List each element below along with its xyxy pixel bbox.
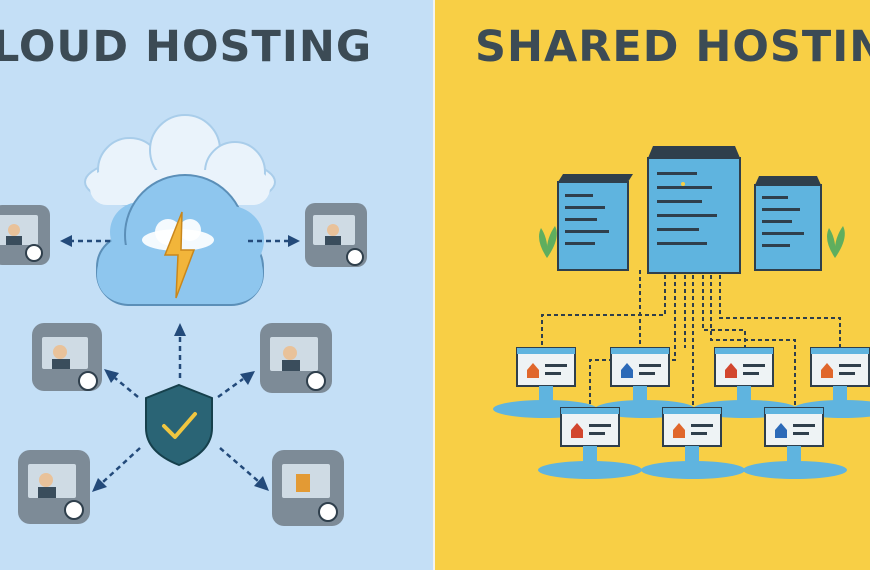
arrow-lower-left (92, 447, 141, 492)
house-icon (673, 423, 685, 438)
user-device-icon (0, 205, 50, 265)
shared-hosting-panel: SHARED HOSTIN (435, 0, 870, 570)
server-rack-icon (647, 146, 741, 274)
cloud-hosting-diagram (0, 114, 367, 526)
arrow-up (174, 323, 186, 378)
user-device-icon (18, 450, 90, 524)
website-window-icon (516, 347, 576, 406)
user-device-icon (32, 323, 102, 391)
user-device-icon (305, 203, 367, 267)
shared-hosting-diagram (493, 146, 870, 479)
server-rack-icon (754, 176, 822, 271)
lightning-icon (163, 211, 196, 299)
website-window-icon (810, 347, 870, 406)
user-device-icon (260, 323, 332, 393)
arrow-left (60, 235, 110, 247)
house-icon (571, 423, 583, 438)
website-window-icon (610, 347, 670, 406)
shield-check-icon (145, 383, 213, 467)
house-icon (821, 363, 833, 378)
cloud-hosting-panel: LOUD HOSTING (0, 0, 435, 570)
house-icon (725, 363, 737, 378)
cloud-hosting-title: LOUD HOSTING (0, 22, 373, 72)
panel-divider (433, 0, 436, 570)
house-icon (775, 423, 787, 438)
arrow-lower-right (219, 447, 269, 491)
network-connector-lines (541, 270, 841, 410)
house-icon (527, 363, 539, 378)
house-icon (621, 363, 633, 378)
website-window-icon (714, 347, 774, 406)
server-rack-icon (557, 174, 633, 271)
arrow-right (248, 235, 300, 247)
user-device-icon (272, 450, 344, 526)
plant-icon (539, 226, 557, 258)
arrow-upper-left (104, 369, 139, 398)
arrow-upper-right (217, 371, 255, 399)
website-window-icon (662, 407, 722, 466)
shared-hosting-title: SHARED HOSTIN (475, 22, 870, 72)
website-window-icon (764, 407, 824, 466)
website-window-icon (560, 407, 620, 466)
plant-icon (827, 226, 845, 258)
